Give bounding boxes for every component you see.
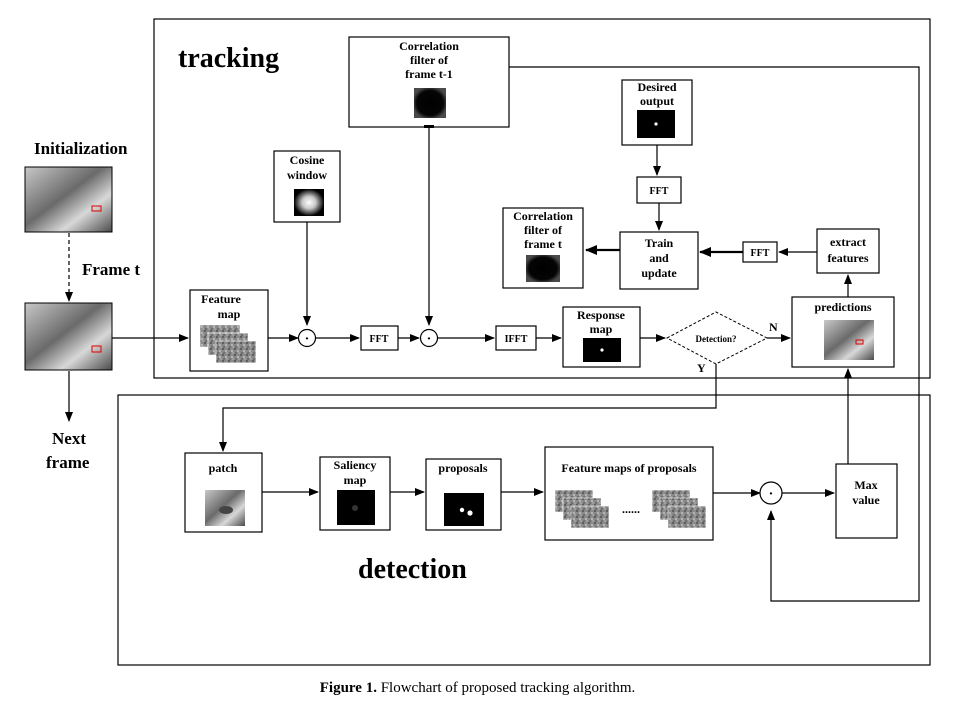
fft-mid-label: FFT (370, 334, 389, 345)
decision-no-label: N (769, 320, 778, 334)
tracking-section-frame (153, 18, 931, 379)
max-value-line2: value (852, 493, 880, 507)
flowchart-diagram: tracking detection Initialization Frame … (24, 18, 931, 666)
feature-maps-proposals-box: Feature maps of proposals ...... (544, 446, 714, 541)
cosine-window-image (294, 189, 324, 216)
fft-right-label: FFT (751, 248, 770, 259)
figure-caption: Figure 1. Flowchart of proposed tracking… (0, 680, 955, 697)
corr-filter-prev-box: Correlation filter of frame t-1 (348, 36, 510, 128)
figure-caption-label: Figure 1. (319, 680, 377, 696)
cosine-window-line1: Cosine (290, 153, 325, 167)
cosine-window-line2: window (287, 168, 327, 182)
train-update-line2: and (649, 251, 669, 265)
feature-map-line1: Feature (201, 292, 241, 306)
ifft-box (495, 325, 537, 351)
corr-prev-line3: frame t-1 (405, 67, 453, 81)
tracking-section-title: tracking (178, 43, 279, 74)
frame-t-image (24, 302, 113, 371)
train-update-line3: update (641, 266, 677, 280)
corr-cur-line2: filter of (524, 223, 563, 237)
desired-output-line2: output (640, 94, 674, 108)
max-value-line1: Max (854, 478, 877, 492)
next-frame-label-line2: frame (46, 453, 90, 472)
svg-text:·: · (427, 332, 432, 347)
patch-label: patch (209, 461, 238, 475)
response-map-line1: Response (577, 308, 626, 322)
figure-caption-text: Flowchart of proposed tracking algorithm… (376, 680, 636, 696)
svg-text:·: · (769, 487, 774, 502)
extract-features-line2: features (827, 251, 868, 265)
multiply-node-1 (297, 328, 317, 348)
predictions-box: predictions (791, 296, 895, 368)
corr-prev-image (414, 88, 446, 118)
frame-t-label: Frame t (82, 260, 140, 279)
proposals-box: proposals (425, 458, 502, 531)
svg-text:·: · (305, 332, 310, 347)
corr-cur-line1: Correlation (513, 209, 573, 223)
feature-map-line2: map (218, 307, 241, 321)
saliency-map-line1: Saliency (334, 458, 377, 472)
corr-prev-line1: Correlation (399, 39, 459, 53)
saliency-map-box: Saliency map (319, 456, 391, 531)
desired-output-box: Desired output (621, 79, 693, 146)
extract-features-box (816, 228, 880, 274)
cosine-window-box: Cosine window (273, 150, 341, 223)
extract-features-line1: extract (830, 235, 866, 249)
predictions-label: predictions (814, 300, 871, 314)
predictions-image (824, 320, 874, 360)
patch-box: patch (184, 452, 263, 533)
fft-top-label: FFT (650, 186, 669, 197)
feature-maps-ellipsis: ...... (622, 502, 640, 516)
ifft-label: IFFT (505, 334, 528, 345)
feature-map-box: Feature map (189, 289, 269, 372)
response-map-box: Response map (562, 306, 641, 368)
desired-output-line1: Desired (637, 80, 676, 94)
response-map-line2: map (590, 322, 613, 336)
train-update-line1: Train (645, 236, 674, 250)
proposals-label: proposals (438, 461, 487, 475)
detection-section-title: detection (358, 554, 467, 585)
detection-section-frame (117, 394, 931, 666)
initialization-label: Initialization (34, 139, 128, 158)
feedback-loop-line (509, 66, 920, 602)
next-frame-label-line1: Next (52, 429, 86, 448)
fft-top-box (636, 176, 682, 204)
initialization-image (24, 166, 113, 233)
yes-to-patch-arrow (219, 364, 717, 452)
train-update-box (619, 231, 699, 290)
corr-prev-line2: filter of (410, 53, 449, 67)
detection-decision-label: Detection? (696, 334, 737, 344)
corr-cur-line3: frame t (524, 237, 562, 251)
saliency-map-line2: map (344, 473, 367, 487)
feature-maps-proposals-label: Feature maps of proposals (561, 461, 697, 475)
max-value-box (835, 463, 898, 539)
multiply-node-2 (419, 328, 439, 348)
decision-yes-label: Y (697, 361, 706, 375)
corr-filter-cur-box: Correlation filter of frame t (502, 207, 584, 289)
corr-cur-image (526, 255, 560, 282)
